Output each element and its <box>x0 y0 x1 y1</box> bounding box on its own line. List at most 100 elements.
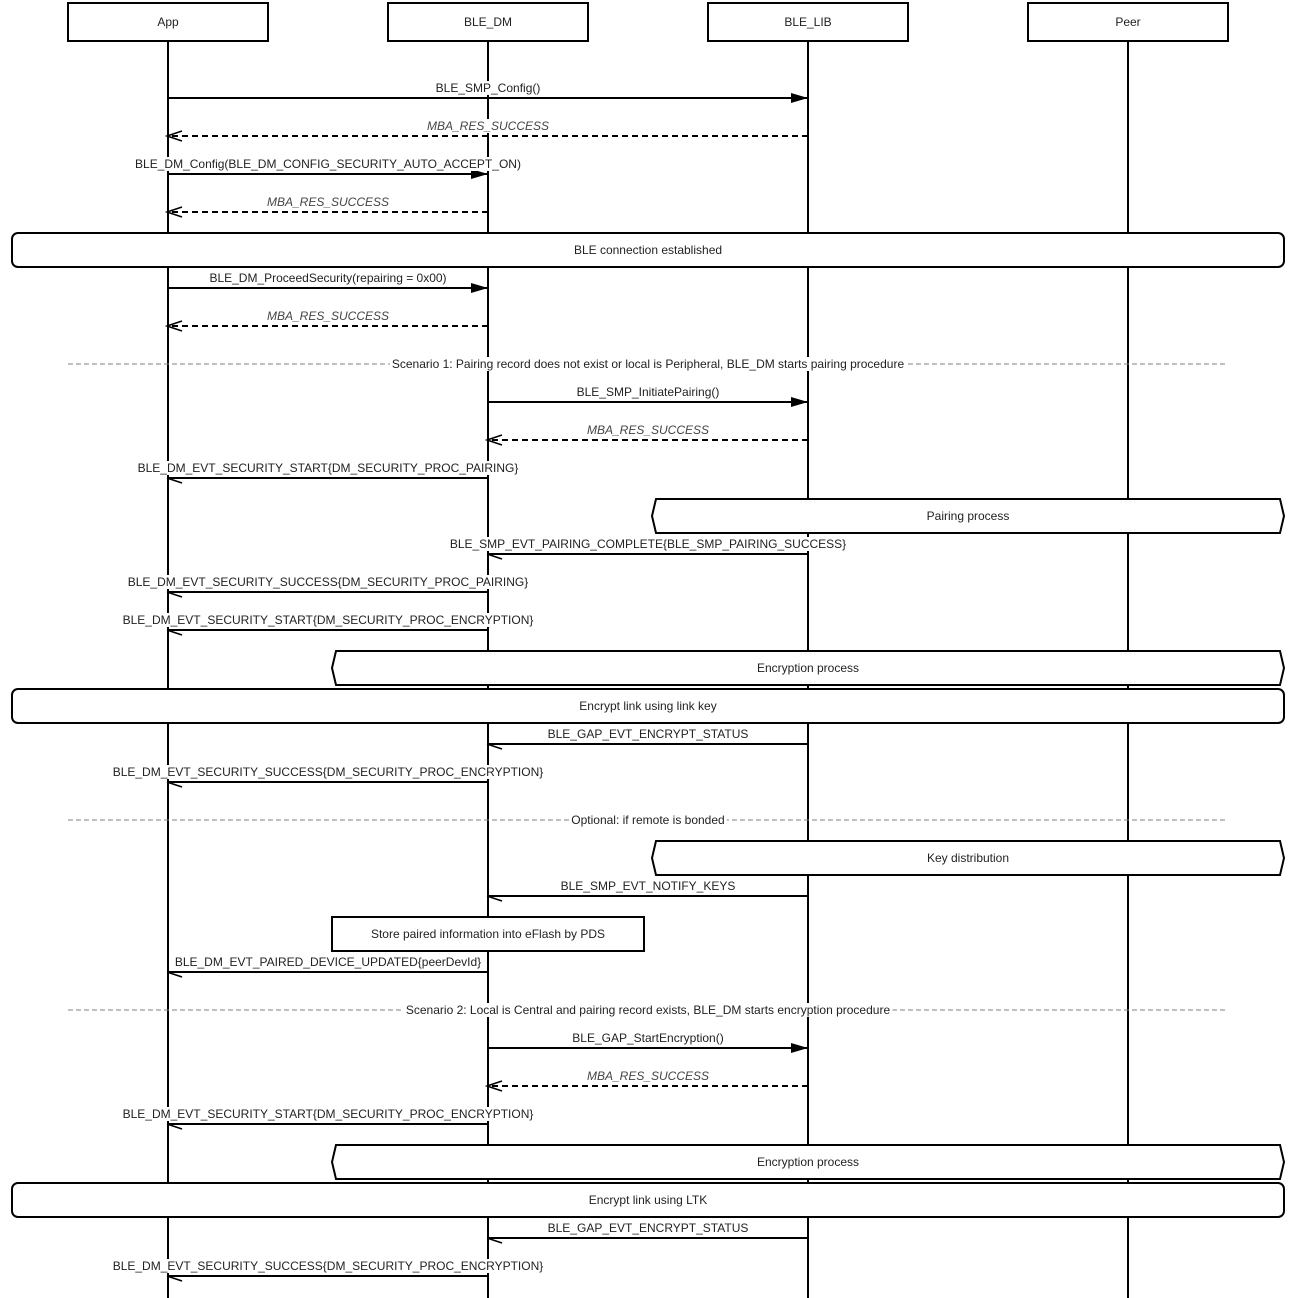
label-background <box>546 1221 750 1235</box>
participant-label: BLE_DM <box>464 15 512 29</box>
open-arrowhead-icon <box>484 434 503 446</box>
label-background <box>121 1107 535 1121</box>
half-arrowhead-icon <box>166 629 183 636</box>
message-async: BLE_DM_EVT_SECURITY_START{DM_SECURITY_PR… <box>121 1107 535 1130</box>
note-box: BLE connection established <box>11 232 1285 268</box>
message-label: BLE_SMP_EVT_PAIRING_COMPLETE{BLE_SMP_PAI… <box>450 537 846 551</box>
message-async: BLE_DM_EVT_SECURITY_SUCCESS{DM_SECURITY_… <box>111 1259 545 1282</box>
message-label: BLE_DM_EVT_PAIRED_DEVICE_UPDATED{peerDev… <box>175 955 481 969</box>
note-label: Pairing process <box>927 509 1010 523</box>
message-label: MBA_RES_SUCCESS <box>267 195 389 209</box>
label-background <box>173 955 483 969</box>
message-label: MBA_RES_SUCCESS <box>267 309 389 323</box>
message-label: MBA_RES_SUCCESS <box>587 423 709 437</box>
message-sync: BLE_SMP_Config() <box>168 81 808 103</box>
label-background <box>585 423 711 437</box>
message-label: BLE_GAP_EVT_ENCRYPT_STATUS <box>548 727 749 741</box>
label-background <box>265 309 391 323</box>
label-background <box>546 727 750 741</box>
message-label: Optional: if remote is bonded <box>571 813 724 827</box>
message-label: BLE_DM_EVT_SECURITY_SUCCESS{DM_SECURITY_… <box>113 765 544 779</box>
note-label: Encryption process <box>757 1155 859 1169</box>
note-box: Encrypt link using LTK <box>11 1182 1285 1218</box>
participant-lib: BLE_LIB <box>707 2 909 42</box>
note-shape <box>11 1182 1285 1218</box>
message-label: BLE_SMP_InitiatePairing() <box>577 385 720 399</box>
label-background <box>575 385 721 399</box>
note-label: BLE connection established <box>574 243 722 257</box>
message-label: BLE_SMP_EVT_NOTIFY_KEYS <box>561 879 736 893</box>
participant-dm: BLE_DM <box>387 2 589 42</box>
label-background <box>389 357 907 371</box>
participant-label: Peer <box>1115 15 1140 29</box>
section-divider: Scenario 2: Local is Central and pairing… <box>68 1003 1228 1017</box>
half-arrowhead-icon <box>486 1237 503 1244</box>
note-label: Key distribution <box>927 851 1009 865</box>
label-background <box>571 1031 725 1045</box>
label-background <box>559 879 737 893</box>
label-background <box>126 575 530 589</box>
label-background <box>585 1069 711 1083</box>
half-arrowhead-icon <box>166 971 183 978</box>
half-arrowhead-icon <box>166 477 183 484</box>
message-sync: BLE_DM_ProceedSecurity(repairing = 0x00) <box>168 271 488 293</box>
note-label: Store paired information into eFlash by … <box>371 927 605 941</box>
note-box: Encrypt link using link key <box>11 688 1285 724</box>
label-background <box>403 1003 893 1017</box>
note-label: Encrypt link using LTK <box>589 1193 708 1207</box>
half-arrowhead-icon <box>166 591 183 598</box>
label-background <box>134 157 522 171</box>
participant-box <box>707 2 909 42</box>
section-divider: Optional: if remote is bonded <box>68 813 1228 827</box>
note-shape <box>650 840 1286 876</box>
half-arrowhead-icon <box>166 1275 183 1282</box>
message-label: BLE_DM_EVT_SECURITY_START{DM_SECURITY_PR… <box>123 1107 534 1121</box>
message-sync: BLE_DM_Config(BLE_DM_CONFIG_SECURITY_AUT… <box>134 157 522 179</box>
open-arrowhead-icon <box>164 206 183 218</box>
participant-peer: Peer <box>1027 2 1229 42</box>
message-async: BLE_DM_EVT_SECURITY_START{DM_SECURITY_PR… <box>121 613 535 636</box>
participant-app: App <box>67 2 269 42</box>
message-async: BLE_DM_EVT_SECURITY_START{DM_SECURITY_PR… <box>136 461 520 484</box>
message-label: BLE_DM_EVT_SECURITY_SUCCESS{DM_SECURITY_… <box>128 575 529 589</box>
message-label: BLE_DM_EVT_SECURITY_START{DM_SECURITY_PR… <box>123 613 534 627</box>
message-label: BLE_GAP_EVT_ENCRYPT_STATUS <box>548 1221 749 1235</box>
message-label: MBA_RES_SUCCESS <box>587 1069 709 1083</box>
message-async: BLE_GAP_EVT_ENCRYPT_STATUS <box>486 727 808 750</box>
label-background <box>434 81 542 95</box>
half-arrowhead-icon <box>166 1123 183 1130</box>
section-divider: Scenario 1: Pairing record does not exis… <box>68 357 1228 371</box>
note-shape <box>11 232 1285 268</box>
participant-box <box>1027 2 1229 42</box>
participant-label: App <box>157 15 179 29</box>
open-arrowhead-icon <box>164 130 183 142</box>
message-return: MBA_RES_SUCCESS <box>484 1069 808 1092</box>
half-arrowhead-icon <box>166 781 183 788</box>
message-return: MBA_RES_SUCCESS <box>164 119 808 142</box>
label-background <box>265 195 391 209</box>
message-sync: BLE_GAP_StartEncryption() <box>488 1031 808 1053</box>
note-shape <box>330 650 1286 686</box>
half-arrowhead-icon <box>486 743 503 750</box>
message-async: BLE_SMP_EVT_NOTIFY_KEYS <box>486 879 808 902</box>
message-async: BLE_DM_EVT_PAIRED_DEVICE_UPDATED{peerDev… <box>166 955 488 978</box>
message-async: BLE_DM_EVT_SECURITY_SUCCESS{DM_SECURITY_… <box>111 765 545 788</box>
note-label: Encryption process <box>757 661 859 675</box>
label-background <box>425 119 551 133</box>
label-background <box>121 613 535 627</box>
message-label: BLE_DM_Config(BLE_DM_CONFIG_SECURITY_AUT… <box>135 157 521 171</box>
message-label: Scenario 1: Pairing record does not exis… <box>392 357 905 371</box>
message-label: BLE_GAP_StartEncryption() <box>572 1031 723 1045</box>
label-background <box>111 765 545 779</box>
participant-label: BLE_LIB <box>784 15 831 29</box>
open-arrowhead-icon <box>484 1080 503 1092</box>
participant-box <box>67 2 269 42</box>
note-shape <box>330 1144 1286 1180</box>
label-background <box>569 813 727 827</box>
message-label: Scenario 2: Local is Central and pairing… <box>406 1003 891 1017</box>
message-async: BLE_SMP_EVT_PAIRING_COMPLETE{BLE_SMP_PAI… <box>448 537 848 560</box>
participant-box <box>387 2 589 42</box>
label-background <box>136 461 520 475</box>
label-background <box>448 537 848 551</box>
